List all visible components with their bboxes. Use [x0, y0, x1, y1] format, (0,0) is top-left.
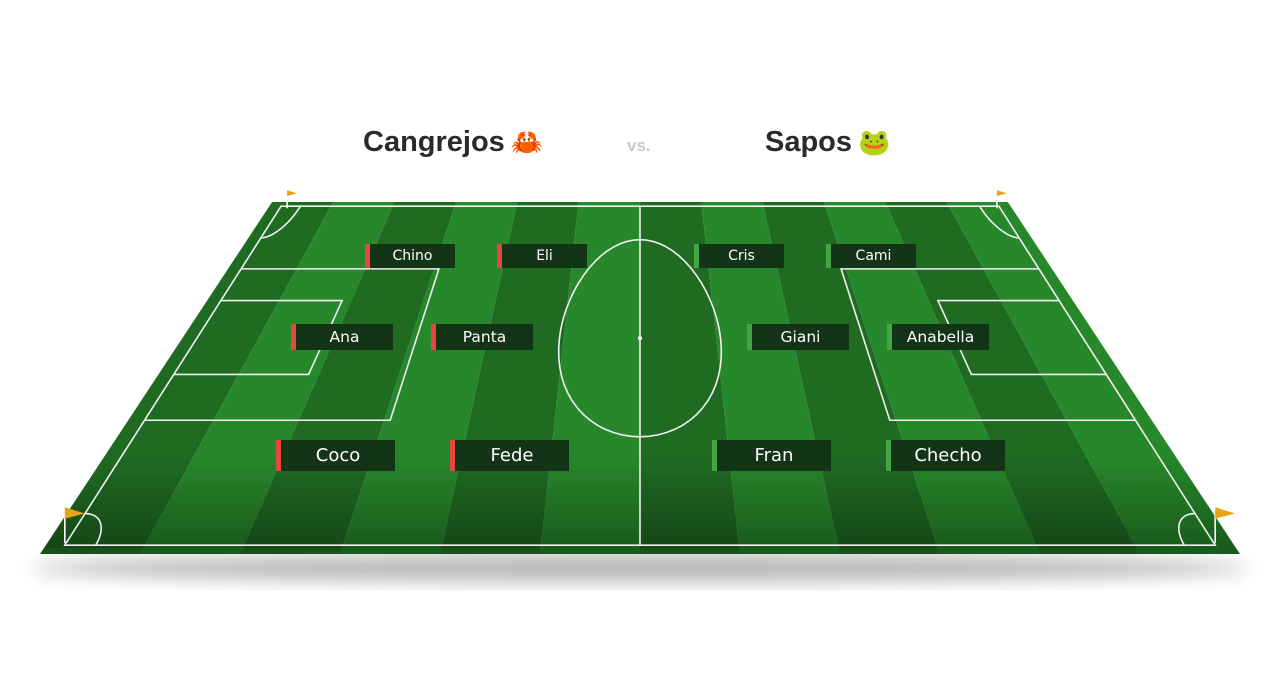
- home-player-ana[interactable]: Ana: [291, 324, 393, 350]
- away-player-checho[interactable]: Checho: [886, 440, 1005, 471]
- player-name: Anabella: [906, 328, 975, 346]
- corner-arc: [1177, 512, 1196, 546]
- home-team-marker: [497, 244, 502, 268]
- home-team-marker: [365, 244, 370, 268]
- corner-flag-icon: [996, 190, 1007, 209]
- home-penalty-area: [144, 268, 441, 422]
- crab-icon: 🦀: [510, 127, 544, 157]
- away-team-title: Sapos🐸: [765, 122, 890, 162]
- home-team-marker: [291, 324, 296, 350]
- away-team-marker: [826, 244, 831, 268]
- away-player-cami[interactable]: Cami: [826, 244, 916, 268]
- away-penalty-area: [839, 268, 1136, 422]
- player-name: Coco: [315, 445, 361, 466]
- pitch-shadow: [30, 554, 1250, 582]
- player-name: Cris: [728, 248, 755, 264]
- vs-label: vs.: [627, 136, 651, 155]
- frog-icon: 🐸: [858, 127, 891, 157]
- corner-arc: [260, 205, 302, 239]
- player-name: Chino: [392, 248, 433, 264]
- corner-arc: [84, 512, 103, 546]
- player-name: Ana: [329, 328, 360, 346]
- player-name: Checho: [914, 445, 982, 466]
- away-player-anabella[interactable]: Anabella: [887, 324, 989, 350]
- home-team-marker: [450, 440, 455, 471]
- home-team-name: Cangrejos: [363, 126, 505, 158]
- centre-circle: [557, 238, 723, 438]
- home-player-fede[interactable]: Fede: [450, 440, 569, 471]
- away-team-name: Sapos: [765, 126, 853, 158]
- flag-cloth: [64, 507, 85, 519]
- centre-spot: [637, 336, 643, 341]
- player-name: Giani: [780, 328, 821, 346]
- home-team-marker: [431, 324, 436, 350]
- away-player-cris[interactable]: Cris: [694, 244, 784, 268]
- away-team-marker: [887, 324, 892, 350]
- pitch-boundary: [63, 205, 1217, 547]
- away-player-fran[interactable]: Fran: [712, 440, 831, 471]
- away-player-giani[interactable]: Giani: [747, 324, 849, 350]
- home-player-panta[interactable]: Panta: [431, 324, 533, 350]
- player-name: Fran: [754, 445, 794, 466]
- player-name: Fede: [490, 445, 534, 466]
- flag-cloth: [1215, 507, 1235, 519]
- flag-cloth: [287, 190, 297, 196]
- player-name: Panta: [462, 328, 507, 346]
- away-team-marker: [886, 440, 891, 471]
- flag-cloth: [996, 190, 1007, 196]
- player-name: Cami: [855, 248, 892, 264]
- away-team-marker: [712, 440, 717, 471]
- home-team-marker: [276, 440, 281, 471]
- away-team-marker: [747, 324, 752, 350]
- corner-arc: [978, 205, 1020, 239]
- home-player-eli[interactable]: Eli: [497, 244, 587, 268]
- away-team-marker: [694, 244, 699, 268]
- home-team-title: Cangrejos🦀: [363, 122, 543, 162]
- home-player-chino[interactable]: Chino: [365, 244, 455, 268]
- corner-flag-icon: [64, 507, 85, 544]
- corner-flag-icon: [286, 190, 297, 209]
- home-player-coco[interactable]: Coco: [276, 440, 395, 471]
- corner-flag-icon: [1214, 507, 1235, 544]
- player-name: Eli: [536, 248, 553, 264]
- pitch-front-edge: [40, 548, 1240, 554]
